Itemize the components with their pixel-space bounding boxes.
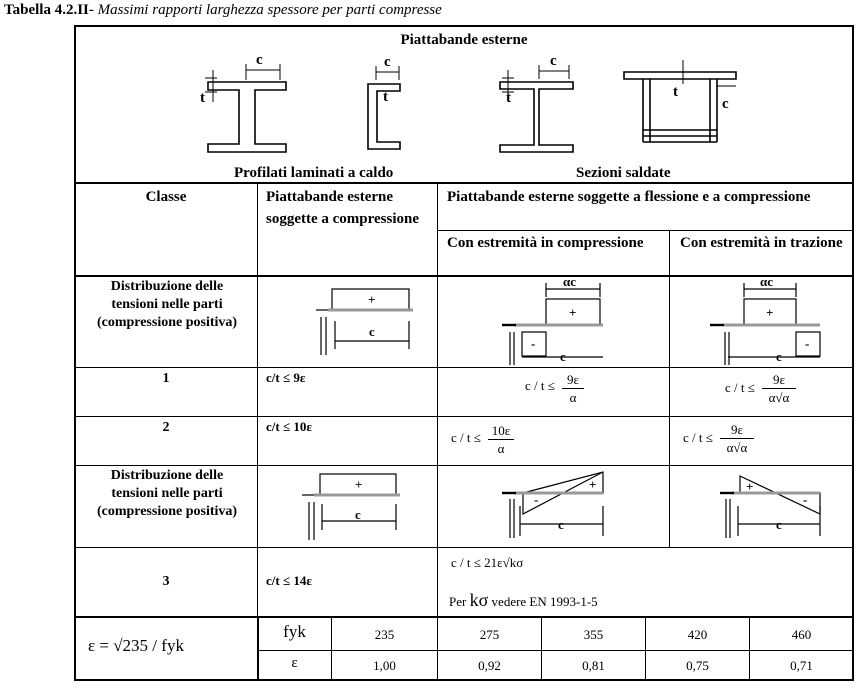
class3-formula: c / t ≤ 21ε√kσ: [451, 555, 524, 570]
vrule-col1: [257, 183, 258, 617]
alphac-c3-r1: αc: [563, 277, 576, 289]
dim-t-beam1: t: [200, 90, 205, 106]
dim-c-channel: c: [384, 54, 391, 70]
plus-c4-r1: +: [766, 305, 773, 320]
row-label-class2: 2: [162, 420, 170, 435]
fyk-label: fyk: [283, 622, 306, 641]
header-col3: Con estremità in compressione: [447, 235, 644, 251]
section-title: Piattabande esterne: [400, 32, 528, 48]
vrule-bottom-1: [257, 617, 259, 681]
table-frame: [74, 25, 854, 681]
vrule-bottom-4: [541, 617, 542, 681]
minus-c3-r1: -: [531, 336, 535, 351]
alphac-c4-r1: αc: [760, 277, 773, 289]
class1-c4-lhs: c / t ≤: [725, 380, 755, 395]
rule-bottom-mid: [257, 650, 854, 651]
c-c3-r1: c: [560, 349, 566, 364]
vrule-col3: [669, 231, 670, 547]
caption-title: Massimi rapporti larghezza spessore per …: [97, 2, 442, 18]
epsilon-formula: ε = √235 / fyk: [88, 636, 184, 655]
eps-value-3: 0,81: [582, 658, 605, 673]
class2-c3-lhs: c / t ≤: [451, 430, 481, 445]
rule-row2: [74, 416, 854, 417]
table-caption: Tabella 4.2.II- Massimi rapporti larghez…: [4, 2, 442, 19]
rule-row3: [74, 465, 854, 466]
eps-value-4: 0,75: [686, 658, 709, 673]
rule-row4: [74, 547, 854, 548]
rule-below-figures: [74, 182, 854, 184]
epsilon-label: ε: [291, 655, 298, 671]
class2-c4-num: 9ε: [720, 422, 754, 439]
class1-c3-num: 9ε: [562, 372, 584, 389]
vrule-bottom-6: [749, 617, 750, 681]
eps-value-5: 0,71: [790, 658, 813, 673]
class2-c4-den: α√α: [726, 440, 748, 455]
caption-label: Tabella 4.2.II-: [4, 2, 94, 18]
class1-c3-den: α: [569, 390, 577, 405]
class2-c3-num: 10ε: [488, 423, 514, 440]
rule-above-bottom: [74, 616, 854, 618]
class3-note: Per kσ vedere EN 1993-1-5: [449, 590, 598, 611]
row-label-class1: 1: [162, 371, 170, 386]
header-col34: Piattabande esterne soggette a flessione…: [447, 189, 811, 205]
class2-c4-lhs: c / t ≤: [683, 430, 713, 445]
cross-section-figures: c t c t c t t c: [200, 52, 737, 153]
eps-value-1: 1,00: [373, 658, 396, 673]
class3-note-pre: Per: [449, 594, 467, 609]
class2-compression: c/t ≤ 10ε: [266, 419, 312, 434]
stress-diagrams-row2: + c + - c + - c: [302, 471, 821, 540]
dim-c-beam2: c: [550, 53, 557, 69]
fyk-value-2: 275: [479, 627, 500, 642]
c-c2-r1: c: [369, 324, 375, 339]
class1-compression: c/t ≤ 9ε: [266, 370, 306, 385]
plus-c4-r2: +: [746, 479, 753, 494]
group-welded: Sezioni saldate: [576, 165, 671, 181]
stress-diagrams-row1: + c + - αc c + - αc c: [316, 277, 821, 365]
fyk-value-4: 420: [687, 627, 708, 642]
vrule-bottom-2: [331, 617, 332, 681]
header-classe: Classe: [145, 189, 187, 205]
plus-c2-r1: +: [368, 292, 375, 307]
plus-c3-r1: +: [569, 305, 576, 320]
rule-below-col34-header: [437, 230, 854, 231]
dim-c-box: c: [722, 96, 729, 112]
c-c4-r1: c: [776, 349, 782, 364]
row-label-distribution-2: Distribuzione delle tensioni nelle parti…: [96, 468, 238, 519]
c-c4-r2: c: [776, 517, 782, 532]
class3-note-post: vedere EN 1993-1-5: [491, 594, 598, 609]
fyk-value-3: 355: [583, 627, 604, 642]
vrule-col2: [437, 183, 438, 617]
class2-c3-den: α: [497, 441, 505, 456]
class3-compression: c/t ≤ 14ε: [266, 573, 312, 588]
dim-t-channel: t: [383, 89, 388, 105]
fyk-value-5: 460: [791, 627, 812, 642]
c-c2-r2: c: [355, 507, 361, 522]
row-label-distribution-1: Distribuzione delle tensioni nelle parti…: [96, 279, 238, 330]
minus-c3-r2: -: [534, 492, 538, 507]
vrule-bottom-3: [437, 617, 438, 681]
class1-c4-num: 9ε: [762, 372, 796, 389]
dim-t-box: t: [673, 84, 678, 100]
group-rolled: Profilati laminati a caldo: [234, 165, 394, 181]
row-label-class3: 3: [162, 574, 170, 589]
class1-c4-den: α√α: [768, 390, 790, 405]
dim-t-beam2: t: [506, 90, 511, 106]
plus-c2-r2: +: [355, 477, 362, 492]
class3-note-k: kσ: [469, 590, 489, 610]
class1-c3-lhs: c / t ≤: [525, 378, 555, 393]
fyk-value-1: 235: [374, 627, 395, 642]
minus-c4-r1: -: [805, 336, 809, 351]
header-col4: Con estremità in trazione: [680, 235, 843, 251]
dim-c-beam1: c: [256, 52, 263, 68]
plus-c3-r2: +: [589, 477, 596, 492]
c-c3-r2: c: [558, 517, 564, 532]
rule-below-header: [74, 275, 854, 277]
header-col2: Piattabande esterne soggette a compressi…: [266, 189, 420, 227]
minus-c4-r2: -: [803, 492, 807, 507]
rule-row1: [74, 367, 854, 368]
vrule-bottom-5: [645, 617, 646, 681]
eps-value-2: 0,92: [478, 658, 501, 673]
